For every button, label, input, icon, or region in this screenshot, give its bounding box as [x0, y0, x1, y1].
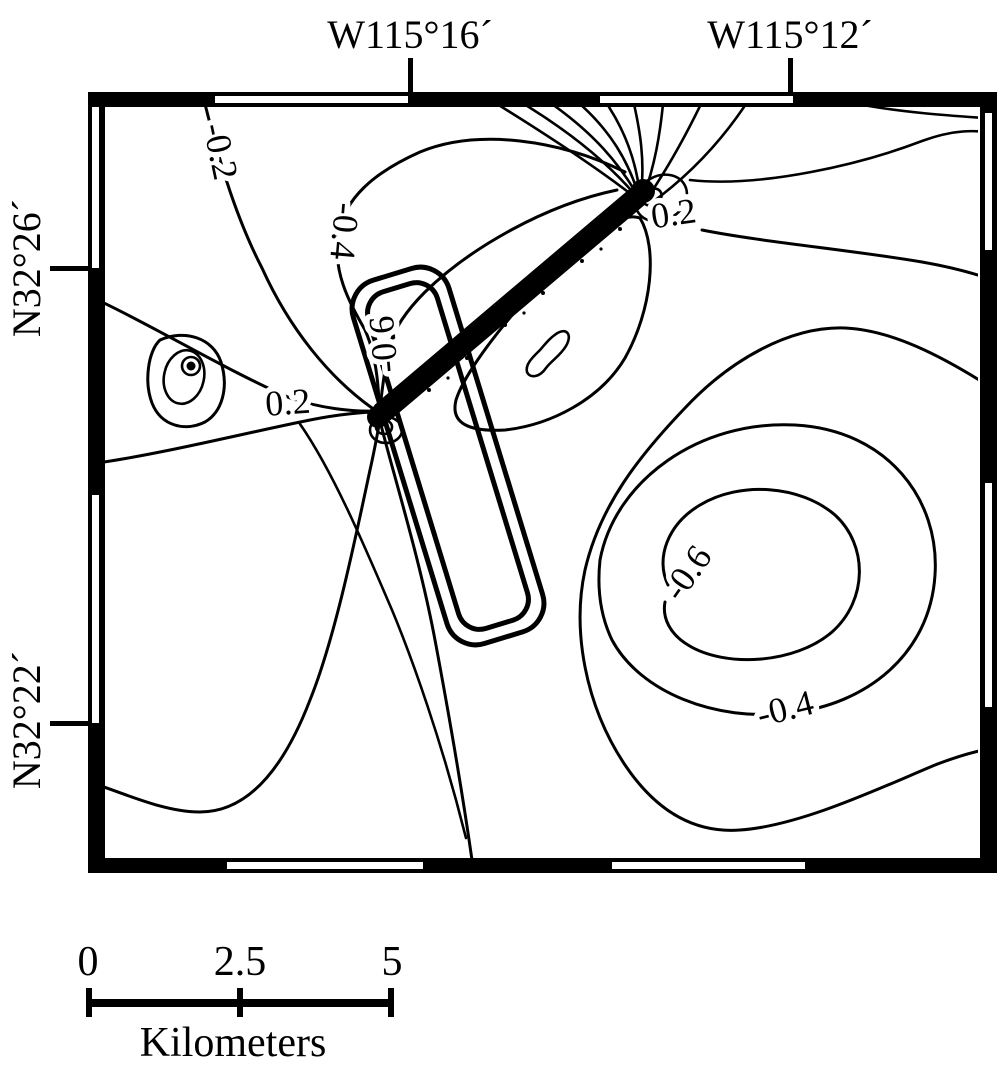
scale-tick-label-0: 0 [78, 939, 99, 985]
scale-bar: 0 2.5 5 Kilometers [78, 939, 403, 1066]
contour-label-pos02-east: 0.2 [648, 190, 698, 236]
tick-mark [788, 58, 793, 92]
contour-line-topright [867, 107, 978, 119]
ring-inner-neg06 [661, 487, 861, 661]
contour-label-neg06-loop: -0.6 [361, 314, 406, 374]
tick-mark [50, 721, 88, 726]
contour-squiggle [525, 329, 571, 378]
contour-label-pos02-west: 0.2 [264, 381, 312, 424]
map-frame [88, 92, 997, 873]
contour-line-pos02-east [700, 228, 978, 277]
scale-tick-label-2: 5 [382, 939, 403, 985]
latitude-label: N32°26´ [4, 199, 49, 337]
frame-bottom [88, 858, 997, 873]
ring-middle-neg04 [597, 423, 937, 717]
tick-mark [408, 58, 413, 92]
longitude-tick-2: W115°12´ [707, 12, 873, 92]
contour-line-u-curve [105, 418, 382, 814]
scale-bar-tick-mid [237, 988, 243, 1017]
contour-line-tiploop-to-right [688, 129, 978, 183]
frame-right [980, 92, 997, 873]
scale-bar-unit: Kilometers [140, 1020, 327, 1066]
scale-bar-tick-end [388, 988, 394, 1017]
bullseye-west [146, 333, 226, 429]
longitude-label: W115°12´ [707, 12, 873, 57]
ring-outer-open [578, 326, 978, 832]
contour-line-neg04-arch [335, 137, 627, 404]
latitude-tick-1: N32°26´ [4, 199, 88, 337]
latitude-tick-2: N32°22´ [4, 651, 88, 789]
contour-line-south1 [379, 423, 474, 858]
longitude-label: W115°16´ [327, 12, 493, 57]
scale-bar-tick-start [86, 988, 92, 1017]
scale-tick-label-1: 2.5 [214, 939, 267, 985]
contour-line-pos02-west [105, 301, 378, 413]
survey-loop-outer [349, 264, 547, 648]
survey-loop [349, 264, 547, 648]
contour-field: -0.2 -0.4 -0.6 0.2 0.2 -0.6 -0.4 [105, 107, 978, 858]
survey-loop-inner [365, 280, 531, 632]
longitude-tick-1: W115°16´ [327, 12, 493, 92]
fault-trace [367, 179, 655, 428]
contour-line-west2 [105, 410, 380, 464]
contour-label-neg04: -0.4 [322, 201, 367, 261]
tick-mark [50, 266, 88, 271]
frame-top [88, 92, 997, 107]
latitude-label: N32°22´ [4, 651, 49, 789]
fault-trace-speckle [427, 227, 622, 392]
contour-line-neg02 [204, 107, 374, 410]
depression-rings-southeast [578, 326, 978, 832]
map-paper [88, 92, 997, 873]
contour-line-neg06-arch [379, 188, 619, 402]
contour-line-south2 [298, 422, 468, 840]
